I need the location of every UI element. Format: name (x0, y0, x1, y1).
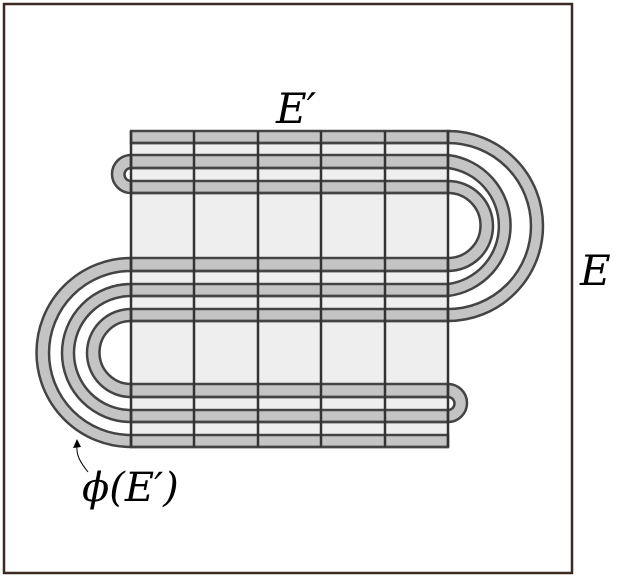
arrow-icon (73, 439, 89, 473)
grid-lines (129, 131, 450, 447)
image-label: ϕ(E′) (82, 465, 179, 511)
outer-set-label: E (580, 246, 611, 295)
inner-set-label: E′ (276, 84, 317, 133)
